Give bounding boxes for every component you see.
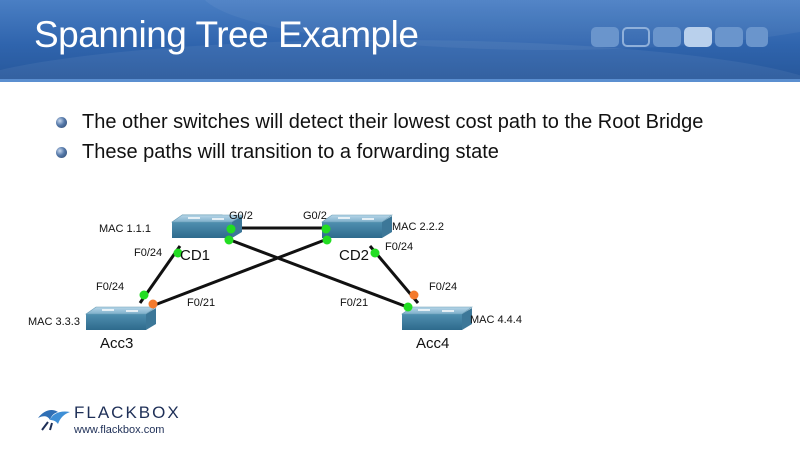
- switch-name-cd1: CD1: [180, 247, 210, 264]
- link-cd1-acc4: [224, 236, 411, 310]
- switch-top-face: [85, 306, 157, 315]
- switch-arrows-icon: [418, 309, 454, 312]
- switch-top-face: [171, 214, 243, 223]
- switch-name-acc4: Acc4: [416, 335, 449, 352]
- switch-name-acc3: Acc3: [100, 335, 133, 352]
- port-label-cd2-f024: F0/24: [385, 241, 413, 253]
- switch-side: [146, 308, 156, 330]
- port-label-cd2-g02: G0/2: [303, 210, 327, 222]
- logo-wordmark: FLACKBOX: [74, 403, 181, 422]
- decor-dot: [591, 27, 619, 47]
- port-dot-cd1-acc4-link: [224, 235, 234, 245]
- port-dot-acc3-f021: [148, 299, 158, 309]
- switch-acc3[interactable]: [85, 306, 157, 330]
- port-dot-cd2-f024: [370, 248, 380, 258]
- port-label-acc3-f021: F0/21: [187, 297, 215, 309]
- port-label-cd1-g02: G0/2: [229, 210, 253, 222]
- bullet-icon: [56, 117, 67, 128]
- mac-label-cd1: MAC 1.1.1: [99, 223, 151, 235]
- port-label-acc3-f024: F0/24: [96, 281, 124, 293]
- switch-side: [232, 216, 242, 238]
- switch-side: [382, 216, 392, 238]
- flackbox-logo: FLACKBOX www.flackbox.com: [36, 403, 179, 439]
- switch-arrows-icon: [338, 217, 374, 220]
- switch-acc4[interactable]: [401, 306, 473, 330]
- port-dot-cd1-g02: [226, 224, 236, 234]
- port-dot-acc4-f021: [403, 302, 413, 312]
- switch-arrows-icon: [188, 217, 224, 220]
- logo-url: www.flackbox.com: [74, 424, 165, 436]
- switch-side: [462, 308, 472, 330]
- banner-underline: [0, 79, 800, 82]
- decor-dot: [684, 27, 712, 47]
- port-dot-cd1-f024: [173, 248, 183, 258]
- bullet-icon: [56, 147, 67, 158]
- switch-front: [172, 222, 232, 238]
- switch-cd1[interactable]: [171, 214, 243, 238]
- bullet-text: The other switches will detect their low…: [82, 111, 704, 133]
- port-label-acc4-f024: F0/24: [429, 281, 457, 293]
- decor-dot: [622, 27, 650, 47]
- mac-label-acc4: MAC 4.4.4: [470, 314, 522, 326]
- bullet-text: These paths will transition to a forward…: [82, 141, 499, 163]
- port-dot-acc3-f024: [139, 290, 149, 300]
- port-dot-cd2-acc3-link: [322, 235, 332, 245]
- switch-arrows-icon: [102, 309, 138, 312]
- link-cd2-acc3: [151, 236, 331, 308]
- switch-top-face: [321, 214, 393, 223]
- port-dot-acc4-f024: [409, 290, 419, 300]
- switch-name-cd2: CD2: [339, 247, 369, 264]
- mac-label-cd2: MAC 2.2.2: [392, 221, 444, 233]
- switch-front: [86, 314, 146, 330]
- decor-dot: [715, 27, 743, 47]
- decor-dot: [746, 27, 768, 47]
- switch-cd2[interactable]: [321, 214, 393, 238]
- port-label-cd1-f024: F0/24: [134, 247, 162, 259]
- switch-front: [322, 222, 382, 238]
- mac-label-acc3: MAC 3.3.3: [28, 316, 80, 328]
- port-label-acc4-f021: F0/21: [340, 297, 368, 309]
- decor-dot: [653, 27, 681, 47]
- switch-front: [402, 314, 462, 330]
- slide-title: Spanning Tree Example: [34, 14, 419, 55]
- bird-logo-icon: [38, 410, 70, 431]
- title-banner: Spanning Tree Example: [0, 0, 800, 82]
- port-dot-cd2-g02: [321, 224, 331, 234]
- switch-top-face: [401, 306, 473, 315]
